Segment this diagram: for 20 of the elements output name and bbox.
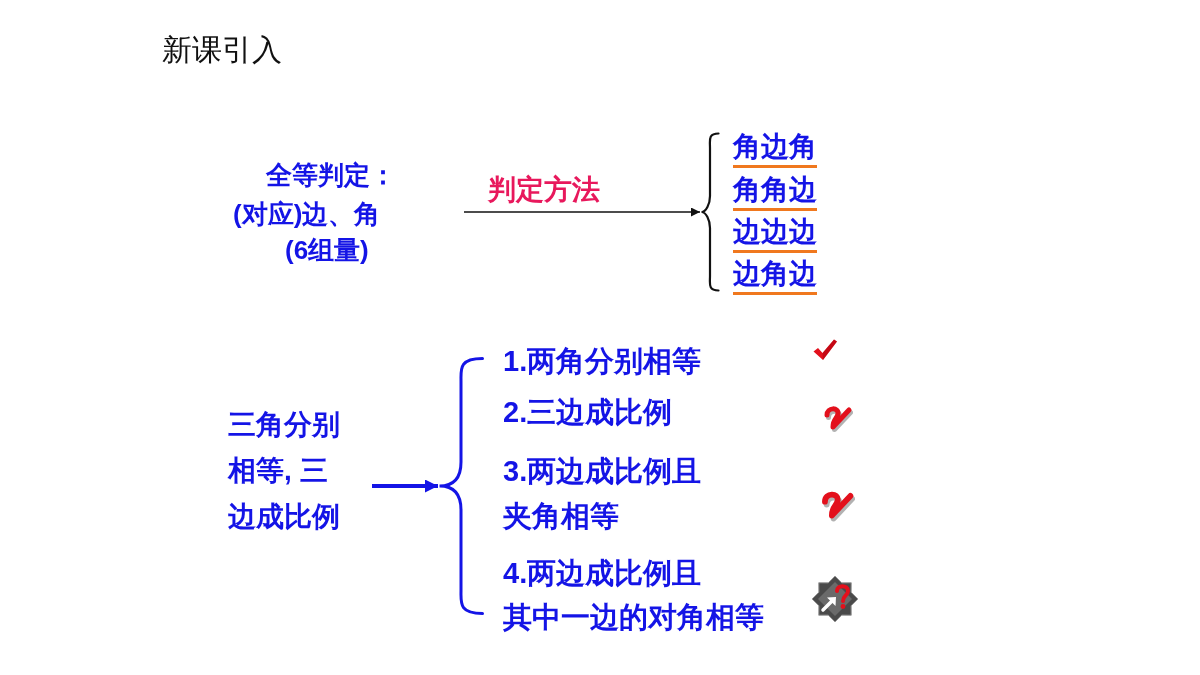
curly-brace (438, 357, 484, 615)
condition-text: 2.三边成比例 (503, 395, 673, 429)
condition-text: 1.两角分别相等 (503, 344, 702, 378)
method-text: 边角边 (733, 258, 817, 295)
method-text: 角角边 (733, 174, 817, 211)
condition-text: 3.两边成比例且 (503, 454, 702, 488)
condition-text: 4.两边成比例且 (503, 556, 702, 590)
arrow (372, 479, 438, 493)
condition-text: 其中一边的对角相等 (503, 600, 764, 634)
node-text: 全等判定： (266, 159, 396, 192)
arrow (463, 207, 701, 217)
method-text: 边边边 (733, 216, 817, 253)
node-text: (对应)边、角 (233, 198, 381, 231)
node-text: (6组量) (285, 234, 369, 267)
edge-label: 判定方法 (488, 174, 600, 206)
condition-text: 夹角相等 (503, 499, 619, 533)
slide-title: 新课引入 (162, 32, 282, 68)
curly-brace (700, 132, 720, 292)
node-text: 三角分别相等, 三边成比例 (228, 408, 341, 534)
method-text: 角边角 (733, 131, 817, 168)
